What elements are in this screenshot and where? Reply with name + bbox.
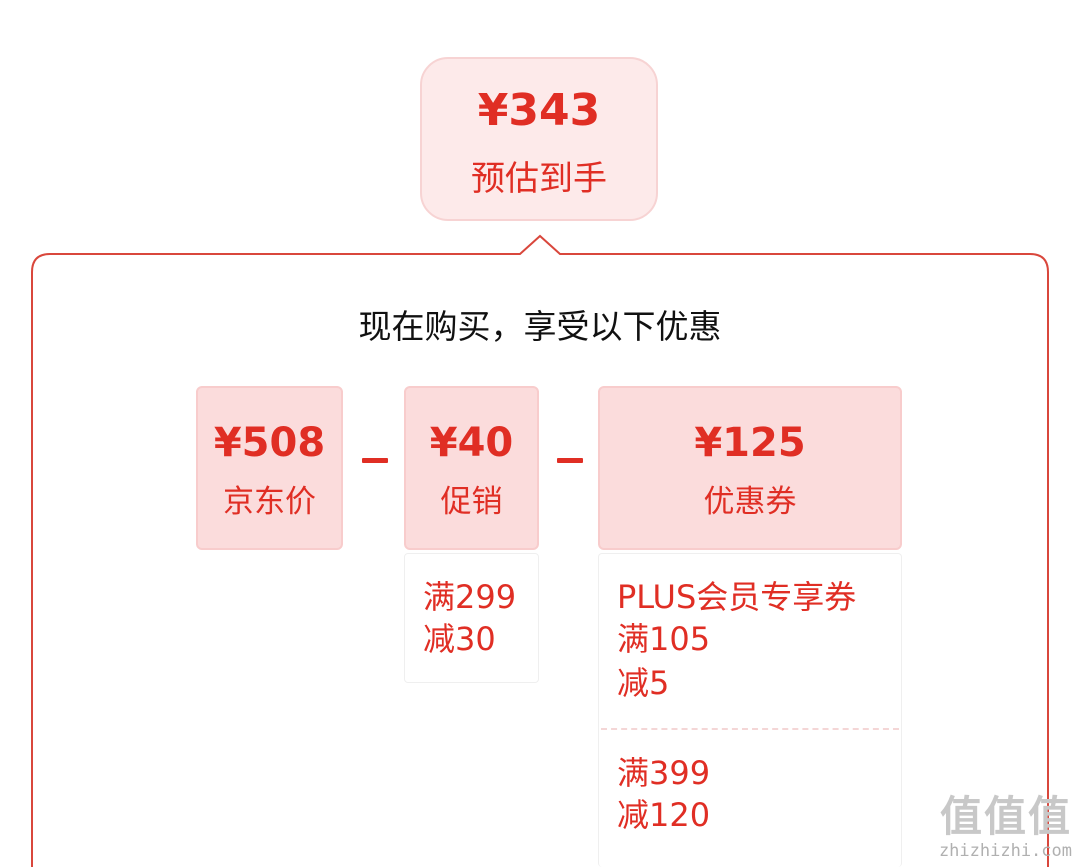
promotion-amount: ¥40 [429, 420, 514, 466]
jd-price-label: 京东价 [223, 484, 316, 520]
minus-operator [362, 458, 388, 463]
promotion-box[interactable]: ¥40 促销 [404, 386, 539, 550]
jd-price-box: ¥508 京东价 [196, 386, 343, 550]
jd-price-amount: ¥508 [213, 420, 326, 466]
coupon-detail-card: PLUS会员专享券 满105 减5 满399 减120 [598, 553, 902, 867]
coupon-divider [601, 728, 899, 730]
coupon-box[interactable]: ¥125 优惠券 [598, 386, 902, 550]
estimated-price-label: 预估到手 [471, 159, 607, 199]
estimated-price-badge: ¥343 预估到手 [420, 57, 658, 221]
coupon-discount: 减5 [617, 664, 670, 702]
estimated-price-amount: ¥343 [477, 85, 601, 136]
promotion-condition: 满299 [423, 578, 517, 616]
coupon-discount: 减120 [617, 796, 711, 834]
watermark-url: zhizhizhi.com [938, 841, 1072, 861]
coupon-condition: 满105 [617, 620, 711, 658]
coupon-condition: 满399 [617, 754, 711, 792]
site-watermark: 值值值 zhizhizhi.com [938, 792, 1072, 862]
discount-headline: 现在购买，享受以下优惠 [358, 307, 722, 346]
promotion-discount: 减30 [423, 620, 496, 658]
promotion-detail-card: 满299 减30 [404, 553, 539, 683]
coupon-amount: ¥125 [694, 420, 806, 466]
coupon-title: PLUS会员专享券 [617, 578, 857, 616]
watermark-logo: 值值值 [939, 792, 1072, 841]
coupon-label: 优惠券 [703, 484, 797, 520]
minus-operator [557, 458, 583, 463]
promotion-label: 促销 [440, 484, 503, 520]
